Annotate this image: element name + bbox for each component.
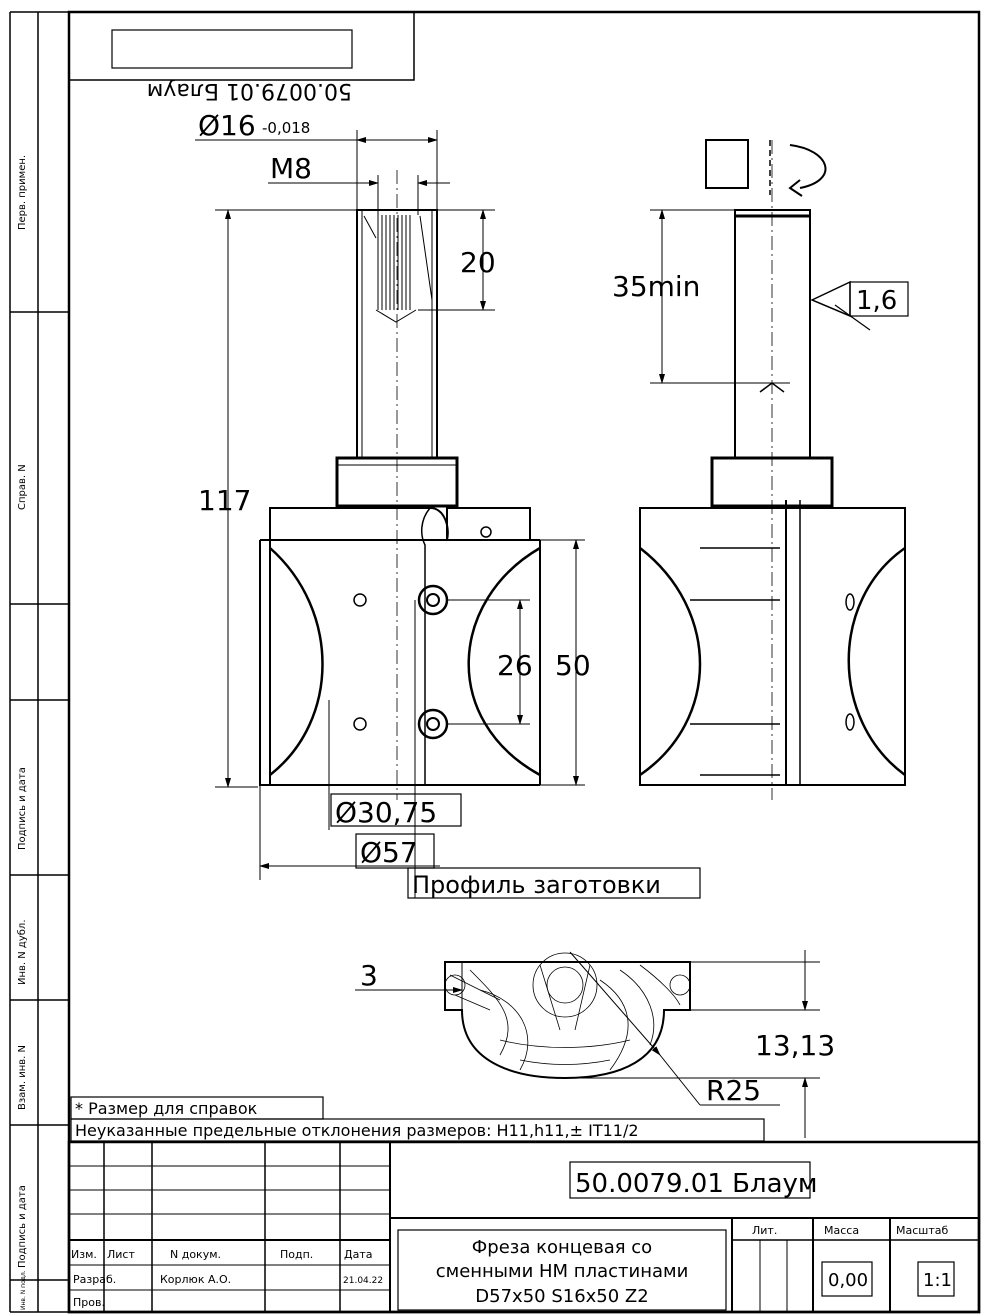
mass-value: 0,00: [828, 1270, 868, 1291]
note-tolerances: Неуказанные предельные отклонения размер…: [75, 1121, 639, 1140]
mirrored-code-box: 50.0079.01 Блаум: [111, 29, 353, 103]
dim-clamp-length: 35min: [612, 270, 700, 303]
side-view-dimensions: [650, 139, 909, 393]
dim-3: 3: [360, 959, 378, 992]
title-block-text: 50.0079.01 Блаум Фреза концевая со сменн…: [71, 1169, 952, 1309]
col-doc: N докум.: [170, 1248, 221, 1261]
dim-dia-57: Ø57: [360, 836, 418, 869]
col-izm: Изм.: [71, 1248, 97, 1261]
lit-label: Лит.: [752, 1224, 777, 1237]
wood-grain: [444, 952, 691, 1071]
razrab-name: Корлюк А.О.: [160, 1273, 231, 1286]
roughness-value: 1,6: [856, 286, 897, 316]
dim-thread: M8: [270, 152, 312, 185]
title-block: [67, 1140, 981, 1314]
scale-value: 1:1: [923, 1270, 952, 1291]
stamp-inv-podl: Инв. N подл.: [20, 1270, 27, 1310]
title-designation: 50.0079.01 Блаум: [575, 1169, 818, 1199]
dim-dia-30: Ø30,75: [335, 796, 437, 829]
dim-shank-dia: Ø16: [198, 109, 256, 142]
col-list: Лист: [107, 1248, 135, 1261]
profile-detail: [444, 952, 691, 1080]
razrab-date: 21.04.22: [343, 1276, 383, 1286]
mirrored-code-text: 50.0079.01 Блаум: [147, 78, 352, 103]
scale-label: Масштаб: [896, 1224, 948, 1237]
col-podp: Подп.: [280, 1248, 313, 1261]
stamp-perv-primen: Перв. примен.: [17, 155, 28, 230]
dim-shank-tol: -0,018: [262, 119, 310, 137]
row-razrab: Разраб.: [73, 1273, 116, 1286]
side-stamps: Перв. примен. Справ. N Подпись и дата Ин…: [17, 155, 28, 1310]
profile-label: Профиль заготовки: [412, 871, 661, 899]
stamp-sprav-n: Справ. N: [17, 464, 28, 510]
side-view-labels: 35min 1,6: [612, 270, 897, 316]
title-name-line3: D57x50 S16x50 Z2: [475, 1286, 648, 1307]
dim-13: 13,13: [755, 1029, 835, 1062]
mass-label: Масса: [824, 1224, 859, 1237]
side-view: [639, 140, 906, 800]
row-prov: Пров.: [73, 1296, 105, 1309]
stamp-vzam-inv: Взам. инв. N: [17, 1045, 28, 1110]
note-reference-dim: * Размер для справок: [75, 1099, 258, 1118]
stamp-podpis-data-1: Подпись и дата: [17, 767, 28, 850]
front-view-dimensions: [195, 130, 585, 898]
title-name-line2: сменными НМ пластинами: [436, 1261, 689, 1282]
title-name-line1: Фреза концевая со: [472, 1237, 652, 1258]
dim-overall-length: 117: [198, 484, 251, 517]
profile-dimensions: [355, 950, 820, 1138]
dim-50: 50: [555, 649, 591, 682]
thread-hatch: [363, 215, 433, 323]
dim-radius: R25: [706, 1074, 761, 1107]
profile-labels: 3 13,13 R25: [360, 959, 835, 1107]
front-view-labels: Ø16 -0,018 M8 20 117 26 50 Ø30,75 Ø57 Пр…: [198, 109, 701, 899]
dim-thread-depth: 20: [460, 246, 496, 279]
stamp-podpis-data-2: Подпись и дата: [17, 1185, 28, 1268]
front-view: [259, 170, 541, 800]
notes: * Размер для справок Неуказанные предель…: [70, 1096, 765, 1142]
stamp-inv-dubl: Инв. N дубл.: [17, 920, 28, 986]
col-date: Дата: [344, 1248, 372, 1261]
dim-26: 26: [497, 649, 533, 682]
